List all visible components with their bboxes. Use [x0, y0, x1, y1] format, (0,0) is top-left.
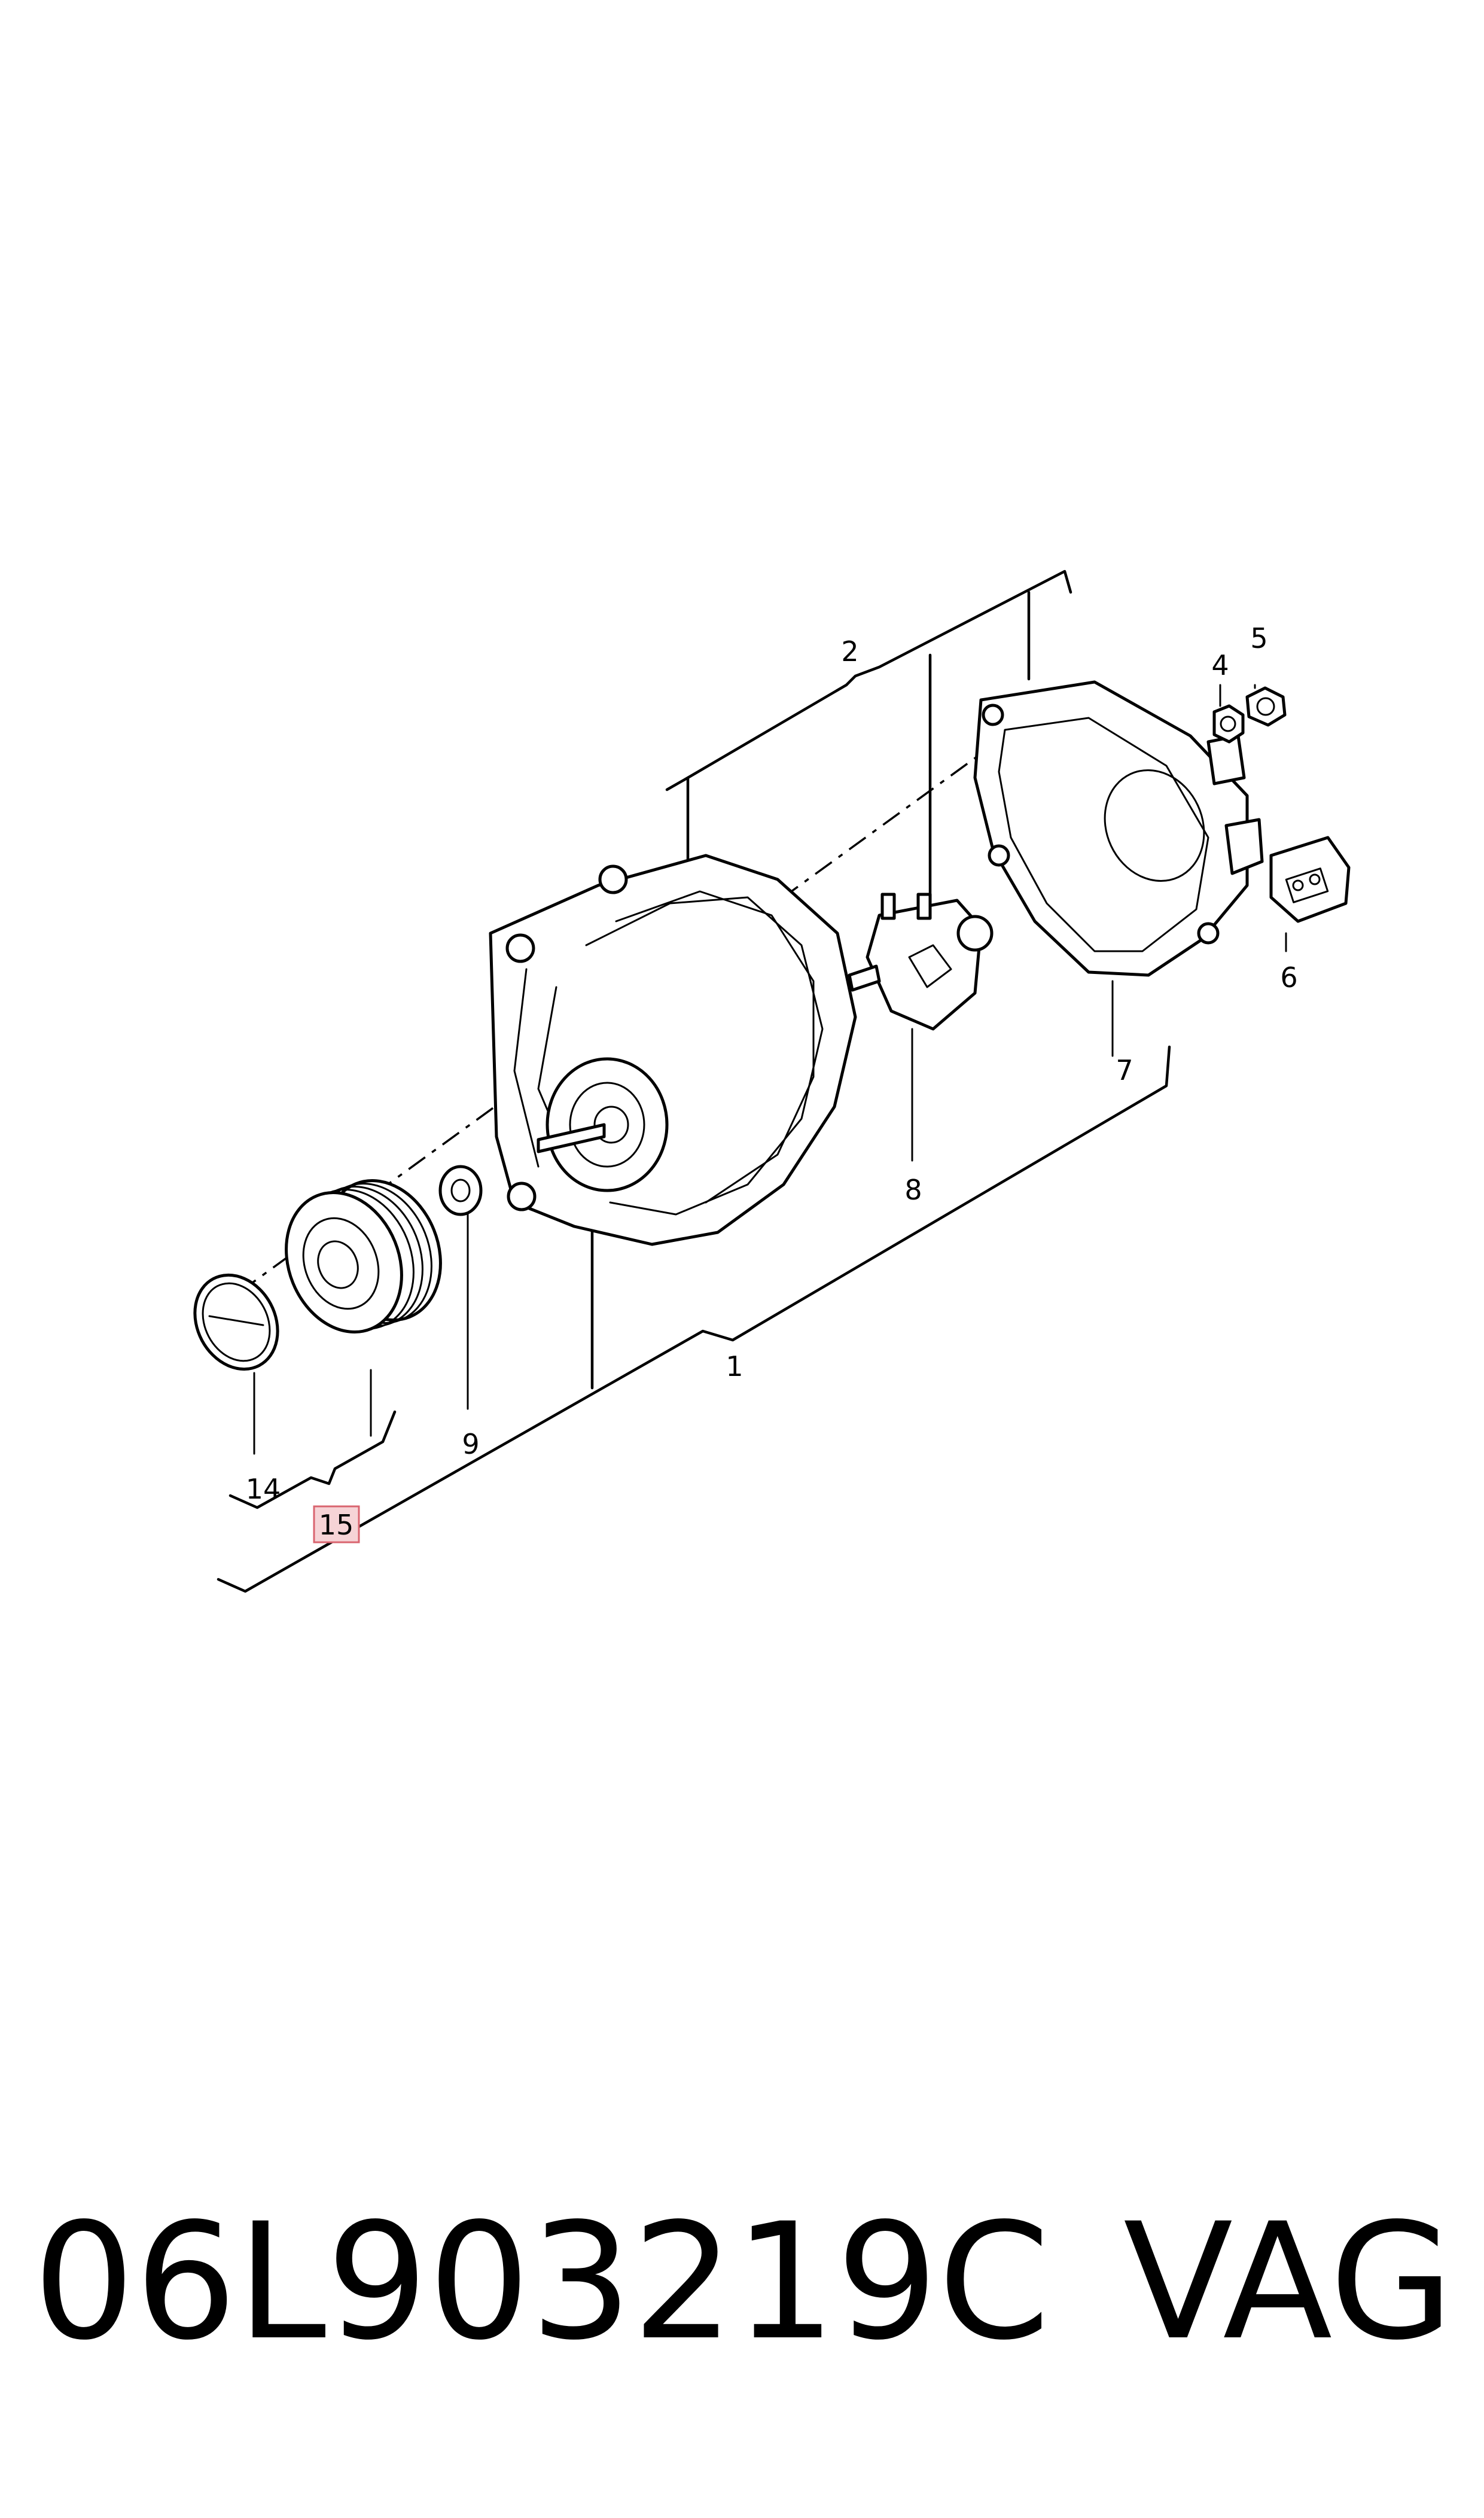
- part-5-nut: [1245, 686, 1287, 727]
- part-7-rear-cover: [973, 680, 1264, 977]
- callout-5: 5: [1250, 622, 1267, 654]
- brand-label: VAG: [1123, 2189, 1454, 2376]
- callout-4: 4: [1211, 649, 1229, 681]
- callout-15: 15: [319, 1509, 354, 1541]
- bracket-group-15: [228, 1410, 397, 1509]
- bracket-group-2: [665, 570, 1072, 899]
- callout-6: 6: [1280, 961, 1297, 994]
- part-9-washer: [438, 1165, 483, 1216]
- callout-15-highlight: 15: [313, 1505, 360, 1543]
- callout-14: 14: [246, 1473, 281, 1505]
- callout-8: 8: [904, 1174, 922, 1206]
- callout-7: 7: [1116, 1054, 1133, 1086]
- part-15-pulley: [285, 1179, 442, 1333]
- part-8-regulator: [848, 893, 994, 1031]
- assembly-axis-line: [238, 753, 982, 1293]
- callout-15-box: [313, 1505, 360, 1543]
- part-14-cap: [193, 1273, 279, 1371]
- bracket-group-1: [217, 1045, 1171, 1593]
- callout-2: 2: [841, 635, 858, 668]
- part-1-alternator: [489, 854, 857, 1246]
- part-number-label: 06L903219C: [33, 2189, 1050, 2376]
- leader-lines: [253, 684, 1287, 1455]
- callout-9: 9: [462, 1428, 479, 1460]
- part-6-connector: [1269, 836, 1351, 923]
- part-4-nut: [1212, 704, 1245, 744]
- callout-1: 1: [726, 1350, 743, 1383]
